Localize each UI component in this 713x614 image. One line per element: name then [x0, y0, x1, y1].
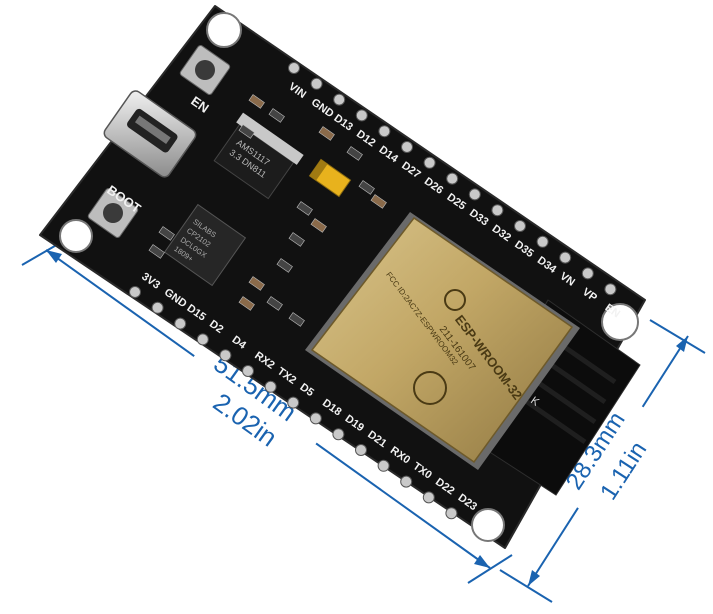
en-button[interactable] [179, 44, 231, 95]
bottom-pin-tx2 [264, 380, 277, 393]
certification-logo-icon [444, 289, 466, 311]
smd-part [346, 146, 363, 161]
smd-part [148, 244, 165, 259]
bottom-pin-d15 [174, 317, 187, 330]
smd-part [310, 218, 327, 233]
bottom-pin-3v3 [129, 286, 141, 298]
smd-part [296, 201, 313, 216]
smd-part [370, 194, 387, 209]
top-pin-d27 [401, 141, 413, 153]
tantalum-capacitor [308, 158, 352, 198]
bottom-pin-gnd [151, 301, 164, 314]
top-pin-d34 [536, 235, 549, 248]
smd-part [248, 94, 265, 109]
bottom-pin-d22 [422, 491, 435, 504]
bottom-pin-d5 [287, 396, 300, 409]
ce-logo-icon [413, 371, 447, 405]
width-dimension: 28.3mm 1.11in [499, 319, 706, 603]
bottom-pin-tx0 [400, 475, 413, 488]
smd-part [266, 296, 283, 311]
bottom-pin-d21 [355, 444, 367, 456]
bottom-pin-rx0 [377, 459, 390, 472]
bottom-pin-d18 [309, 412, 322, 425]
top-pin-d14 [378, 125, 391, 138]
mounting-hole [601, 303, 639, 341]
smd-part [276, 258, 293, 273]
mounting-hole [206, 12, 242, 48]
mounting-hole [471, 508, 505, 542]
boot-button[interactable] [87, 187, 139, 238]
bottom-pin-d2 [196, 333, 209, 346]
usb-uart-chip: SILABS CP2102 DCL0GX 1809+ [163, 203, 247, 287]
top-pin-d13 [333, 93, 346, 106]
smd-part [358, 180, 375, 195]
top-pin-d25 [446, 172, 459, 185]
smd-part [318, 126, 335, 141]
top-pin-gnd [310, 77, 323, 90]
smd-part [288, 312, 305, 327]
top-pin-en [604, 283, 617, 296]
mounting-hole [59, 219, 93, 253]
top-pin-vp [581, 267, 594, 280]
bottom-pin-d19 [332, 428, 345, 441]
voltage-regulator: AMS1117 3.3 DN811 [213, 112, 304, 200]
top-pin-d32 [491, 204, 504, 217]
smd-components [148, 94, 387, 327]
top-pin-d12 [355, 109, 368, 122]
top-pin-d26 [423, 156, 436, 169]
esp32-module: ESP-WROOM-32 211-161007 FCC ID:2AC7Z-ESP… [305, 212, 580, 470]
smd-part [158, 226, 175, 241]
length-dimension: 51.5mm 2.02in [21, 235, 513, 584]
pcb-antenna [467, 299, 641, 496]
bottom-pin-d4 [219, 349, 232, 362]
smd-part [288, 232, 305, 247]
smd-part [248, 276, 265, 291]
smd-part [238, 124, 255, 139]
smd-part [238, 296, 255, 311]
smd-part [268, 108, 285, 123]
top-pin-vn [559, 251, 572, 264]
top-pin-d33 [468, 188, 481, 201]
bottom-pin-rx2 [242, 365, 254, 377]
top-pin-vin [288, 62, 300, 74]
bottom-pin-d23 [445, 507, 458, 520]
micro-usb-port[interactable] [102, 89, 198, 180]
top-pin-d35 [514, 220, 526, 232]
